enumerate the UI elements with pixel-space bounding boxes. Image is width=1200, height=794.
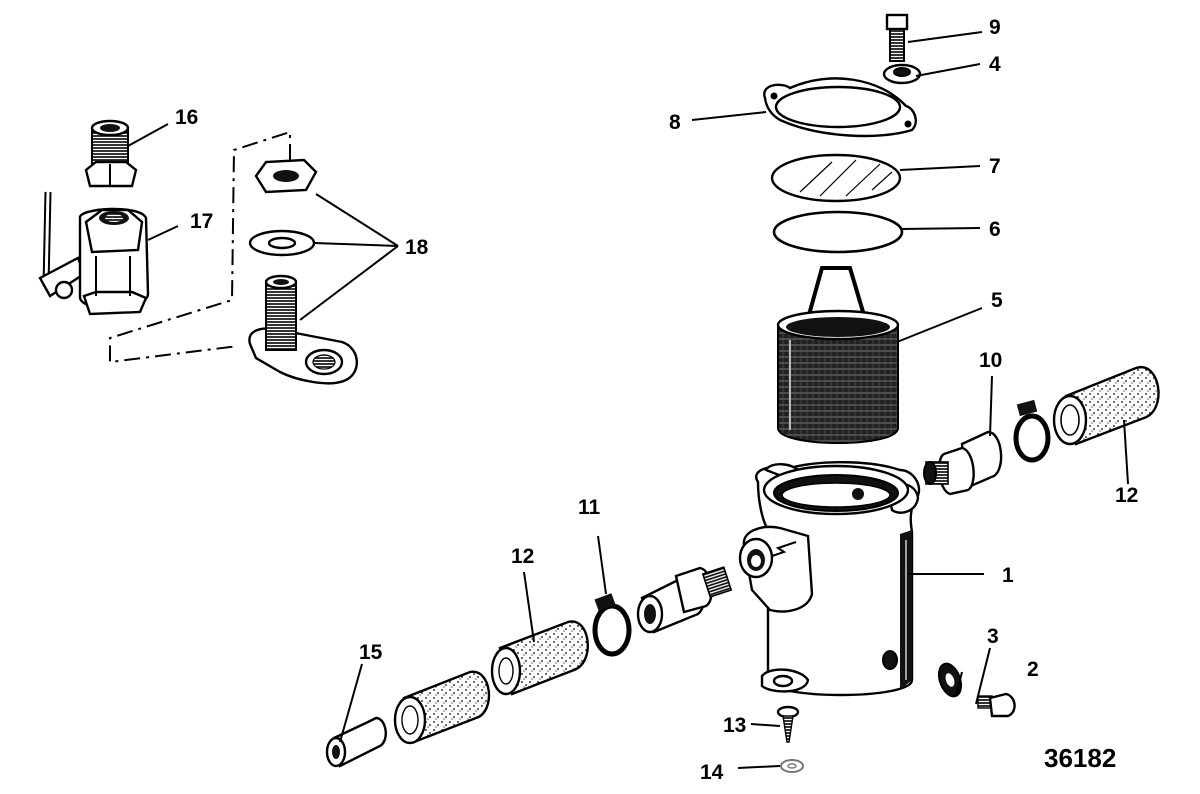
hose-piece-lower: [393, 670, 491, 745]
thru-hull-part-18: [248, 158, 358, 385]
callout-18: 18: [405, 236, 429, 259]
o-ring-part-6: [772, 210, 904, 254]
callout-5: 5: [991, 289, 1003, 312]
inlet-fitting: [636, 566, 733, 634]
hose-part-12-right: [1052, 365, 1160, 446]
hose-part-12-middle: [490, 620, 589, 696]
callout-12-right: 12: [1115, 484, 1138, 507]
drawing-number: 36182: [1044, 743, 1116, 773]
callout-16: 16: [175, 106, 198, 129]
washer-part-3: [937, 662, 963, 698]
screw-part-13: [776, 705, 800, 743]
strainer-housing-part-1: [738, 461, 921, 697]
callout-6: 6: [989, 218, 1001, 241]
washer-part-14: [780, 759, 804, 773]
bolt-part-9: [885, 13, 909, 62]
callout-11: 11: [578, 496, 601, 519]
hose-barb-part-15: [325, 716, 387, 768]
callout-2: 2: [1027, 658, 1039, 681]
leader-lines: [127, 31, 1129, 769]
callout-14: 14: [700, 761, 724, 784]
callout-9: 9: [989, 16, 1001, 39]
fitting-part-10: [923, 430, 1003, 496]
callout-7: 7: [989, 155, 1001, 178]
callout-13: 13: [723, 714, 746, 737]
clamp-ring-part-8: [763, 77, 917, 138]
lens-part-7: [770, 153, 902, 203]
washer-part-4: [882, 63, 922, 85]
hose-clamp-right: [1013, 399, 1051, 463]
drain-plug-part-2: [977, 692, 1016, 718]
callout-15: 15: [359, 641, 383, 664]
callout-12-middle: 12: [511, 545, 534, 568]
callout-3: 3: [987, 625, 999, 648]
callout-17: 17: [190, 210, 213, 233]
callout-8: 8: [669, 111, 681, 134]
callout-10: 10: [979, 349, 1002, 372]
ball-valve-part-17: [38, 191, 150, 316]
callout-4: 4: [989, 53, 1001, 76]
adapter-part-16: [84, 119, 138, 188]
callout-1: 1: [1002, 564, 1014, 587]
strainer-basket-part-5: [776, 266, 900, 444]
hose-clamp-part-11: [592, 593, 632, 657]
